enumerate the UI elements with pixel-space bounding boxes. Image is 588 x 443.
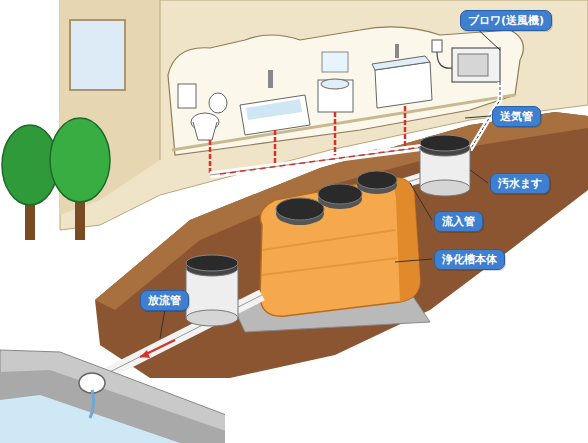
discharge-box [186, 255, 238, 326]
callout-box: 汚水ます [490, 173, 550, 194]
leader-lines [160, 24, 500, 338]
callout-label: 流入管 [442, 214, 475, 229]
callout-label: 送気管 [500, 109, 533, 124]
callout-box: 流入管 [434, 211, 483, 232]
kitchen-sink [372, 44, 432, 108]
callout-label: 放流管 [148, 293, 181, 308]
callout-label: 浄化槽本体 [442, 252, 497, 267]
blower-unit [432, 40, 500, 82]
callout-box: 放流管 [140, 290, 189, 311]
blank-panel [225, 378, 588, 443]
bathtub [240, 70, 310, 135]
callout-label: 汚水ます [498, 176, 542, 191]
callout-box: 浄化槽本体 [434, 249, 505, 270]
callout-box: ブロワ(送風機) [460, 10, 552, 31]
washbasin [318, 52, 353, 112]
septic-tank [260, 171, 420, 316]
callout-label: ブロワ(送風機) [468, 13, 544, 28]
toilet [178, 84, 227, 140]
trees [2, 118, 110, 240]
sewage-box [420, 135, 470, 196]
callout-box: 送気管 [492, 106, 541, 127]
